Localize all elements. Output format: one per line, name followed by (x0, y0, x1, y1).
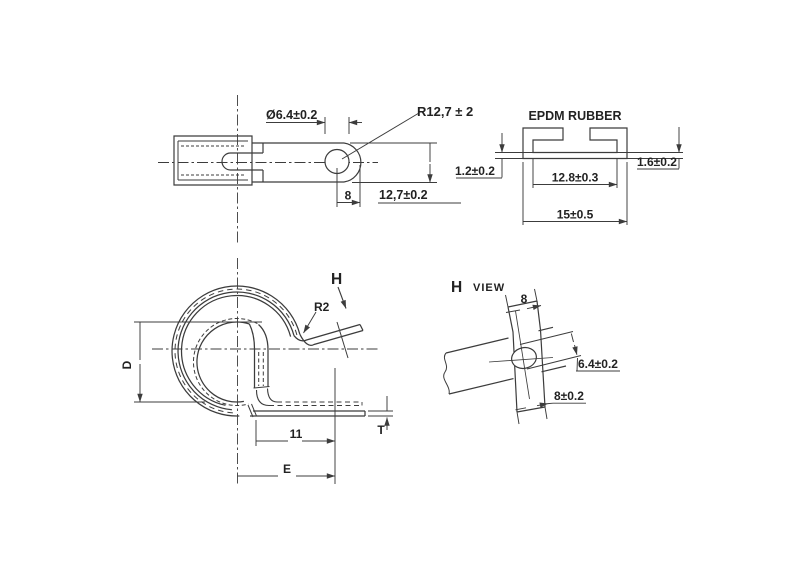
h-view-title-h: H (451, 279, 462, 296)
rubber-profile-outline (522, 127, 628, 160)
bend-radius-leader (303, 311, 317, 334)
top-view-strap-width-label: 12,7±0.2 (379, 188, 428, 202)
rubber-section-title: EPDM RUBBER (528, 109, 621, 123)
rubber-wall-left-label: 1.2±0.2 (455, 164, 495, 178)
hook-upper-edge (293, 323, 361, 342)
inner-strap-bend (255, 388, 278, 407)
h-view-hole-diameter-label: 6.4±0.2 (578, 357, 618, 371)
strap-edges (252, 142, 344, 183)
side-view-hole-offset-label: 11 (290, 427, 303, 441)
top-view-hole-diameter-label: Ø6.4±0.2 (266, 108, 317, 122)
inner-strap-hidden-verticals (258, 352, 264, 386)
hview-hole-dim (571, 333, 577, 355)
strap-tongue (230, 152, 263, 171)
rubber-block-inner-lines (177, 140, 248, 181)
band-outer-arc (171, 285, 301, 417)
bore-solid-arc (196, 321, 250, 403)
wall-left-leader (456, 158, 503, 179)
band-middle-dashed-arc (174, 288, 298, 414)
side-view-bend-radius-label: R2 (314, 300, 330, 314)
rubber-inner-width-label: 12.8±0.3 (552, 171, 599, 185)
strap-tongue-cap (221, 152, 231, 171)
side-view-foot-length-label: E (283, 462, 291, 476)
rubber-block-outline (173, 135, 253, 186)
h-view (443, 288, 620, 425)
side-view-h-label: H (331, 271, 342, 288)
side-view-thickness-label: T (377, 423, 385, 437)
end-radius-leader (341, 112, 420, 160)
rubber-section-view (456, 127, 683, 225)
h-view-flap-width-label: 8 (521, 292, 528, 306)
h-view-strap-width-label: 8±0.2 (554, 389, 584, 403)
tube-edges (445, 326, 567, 395)
inner-strap-rubber-cap (253, 386, 270, 389)
band-rubber-end-cap (247, 403, 257, 418)
flap-width-dim (505, 306, 541, 313)
rubber-profile-through-lines (495, 152, 683, 159)
hview-centerlines (488, 310, 554, 400)
thickness-ext-lines (368, 410, 393, 417)
section-cut-line (336, 321, 349, 359)
rubber-block-hidden-lines (181, 145, 246, 176)
bore-hidden-arc (193, 318, 258, 406)
top-view (158, 95, 461, 243)
tube-break-line (443, 352, 450, 395)
hook-tip-cap (359, 324, 364, 331)
h-view-title-view: VIEW (473, 282, 505, 294)
top-view-hole-offset-label: 8 (345, 189, 352, 203)
upper-foot-hidden-lines (269, 401, 362, 406)
side-view-diameter-label: D (120, 360, 134, 369)
band-inner-arc-2 (180, 294, 292, 406)
hview-strap-width-dim (515, 404, 549, 410)
inner-strap-verticals (253, 350, 269, 388)
side-view (134, 258, 393, 484)
lower-foot-lines (250, 410, 366, 417)
rubber-wall-right-label: 1.6±0.2 (637, 155, 677, 169)
wall-right-leader (637, 158, 680, 170)
top-view-end-radius-label: R12,7 ± 2 (417, 104, 473, 119)
hook-lower-edge (299, 329, 364, 346)
strap-end-arc (343, 142, 362, 183)
band-inner-arc-1 (177, 291, 295, 411)
hview-hole-underline (576, 357, 620, 372)
hview-strap-outline (507, 300, 546, 413)
rubber-outer-width-label: 15±0.5 (557, 208, 594, 222)
view-direction-arrow (337, 286, 347, 309)
hole-dia-ext-lines (324, 117, 350, 134)
inner-strap-connectors (248, 323, 269, 352)
